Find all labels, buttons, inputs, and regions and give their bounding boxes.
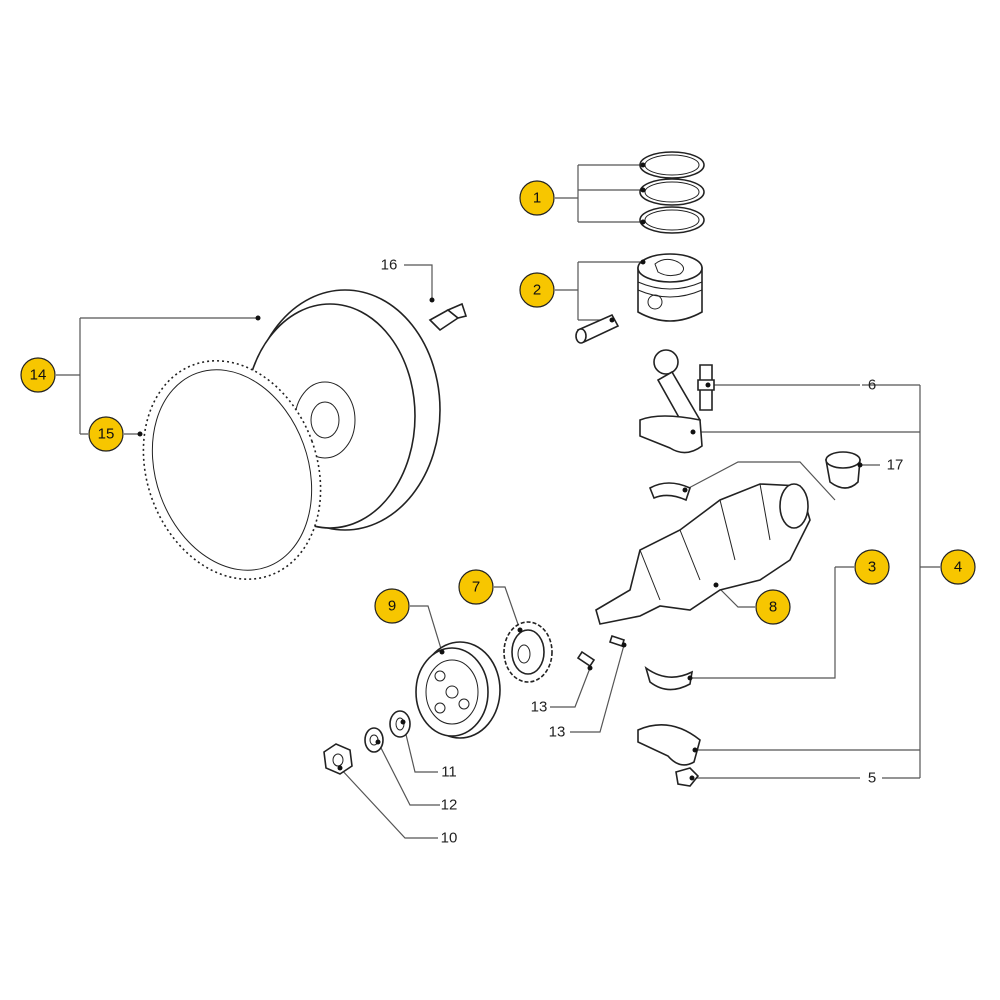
callout-10[interactable]: 10	[441, 830, 458, 847]
callout-15[interactable]: 15	[88, 416, 124, 452]
callout-6[interactable]: 6	[868, 377, 876, 394]
leader-lines	[56, 164, 940, 839]
callout-13a[interactable]: 13	[531, 699, 548, 716]
callout-label: 15	[98, 426, 115, 443]
callout-8[interactable]: 8	[755, 589, 791, 625]
leader-dots	[137, 162, 863, 781]
crankshaft	[595, 483, 811, 625]
bushing	[825, 451, 861, 489]
callout-label: 2	[533, 282, 541, 299]
callout-3[interactable]: 3	[854, 549, 890, 585]
bearing-shells	[637, 482, 701, 787]
piston	[575, 253, 703, 344]
callout-7[interactable]: 7	[458, 569, 494, 605]
callout-label: 8	[769, 599, 777, 616]
ring-gear	[142, 360, 322, 580]
callout-label: 3	[868, 559, 876, 576]
timing-gear	[503, 621, 553, 683]
keys	[576, 634, 626, 668]
pulley	[415, 641, 501, 739]
piston-rings	[639, 151, 705, 234]
callout-9[interactable]: 9	[374, 588, 410, 624]
callout-11[interactable]: 11	[441, 764, 457, 781]
callout-12[interactable]: 12	[441, 797, 458, 814]
callout-label: 4	[954, 559, 962, 576]
callout-17[interactable]: 17	[887, 457, 904, 474]
callout-16[interactable]: 16	[381, 257, 398, 274]
callout-14[interactable]: 14	[20, 357, 56, 393]
callout-label: 9	[388, 598, 396, 615]
callout-4[interactable]: 4	[940, 549, 976, 585]
callout-5[interactable]: 5	[868, 770, 876, 787]
washers-and-nut	[323, 710, 411, 775]
callout-label: 7	[472, 579, 480, 596]
callout-label: 1	[533, 190, 541, 207]
callout-label: 14	[30, 367, 47, 384]
callout-13b[interactable]: 13	[549, 724, 566, 741]
callout-2[interactable]: 2	[519, 272, 555, 308]
connecting-rod	[639, 349, 713, 454]
callout-1[interactable]: 1	[519, 180, 555, 216]
